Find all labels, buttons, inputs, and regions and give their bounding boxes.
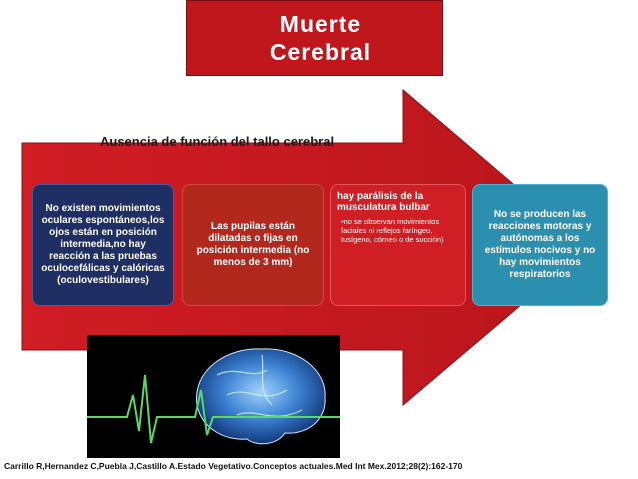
criterion-box-motor: No se producen las reacciones motoras y … — [472, 184, 608, 306]
brain-ecg-image — [87, 335, 340, 458]
criterion-box-bulbar: hay parálisis de la musculatura bulbar •… — [330, 184, 466, 306]
title-text: Muerte Cerebral — [269, 11, 372, 65]
brain-shape — [196, 348, 326, 445]
title-box: Muerte Cerebral — [186, 0, 443, 76]
criterion-text-motor: No se producen las reacciones motoras y … — [484, 209, 596, 280]
criterion-box-pupils: Las pupilas están dilatadas o fijas en p… — [182, 184, 324, 306]
ecg-line — [87, 374, 340, 444]
subtitle: Ausencia de función del tallo cerebral — [100, 134, 335, 149]
criterion-text-ocular: No existen movimientos oculares espontán… — [41, 203, 165, 286]
criterion-heading-bulbar: hay parálisis de la musculatura bulbar — [337, 191, 430, 213]
criterion-text-pupils: Las pupilas están dilatadas o fijas en p… — [196, 221, 310, 268]
criterion-box-ocular: No existen movimientos oculares espontán… — [32, 184, 174, 306]
criterion-bullet-bulbar: •no se observan movimientos faciales ni … — [341, 217, 444, 244]
citation: Carrillo R,Hernandez C,Puebla J,Castillo… — [4, 461, 463, 471]
